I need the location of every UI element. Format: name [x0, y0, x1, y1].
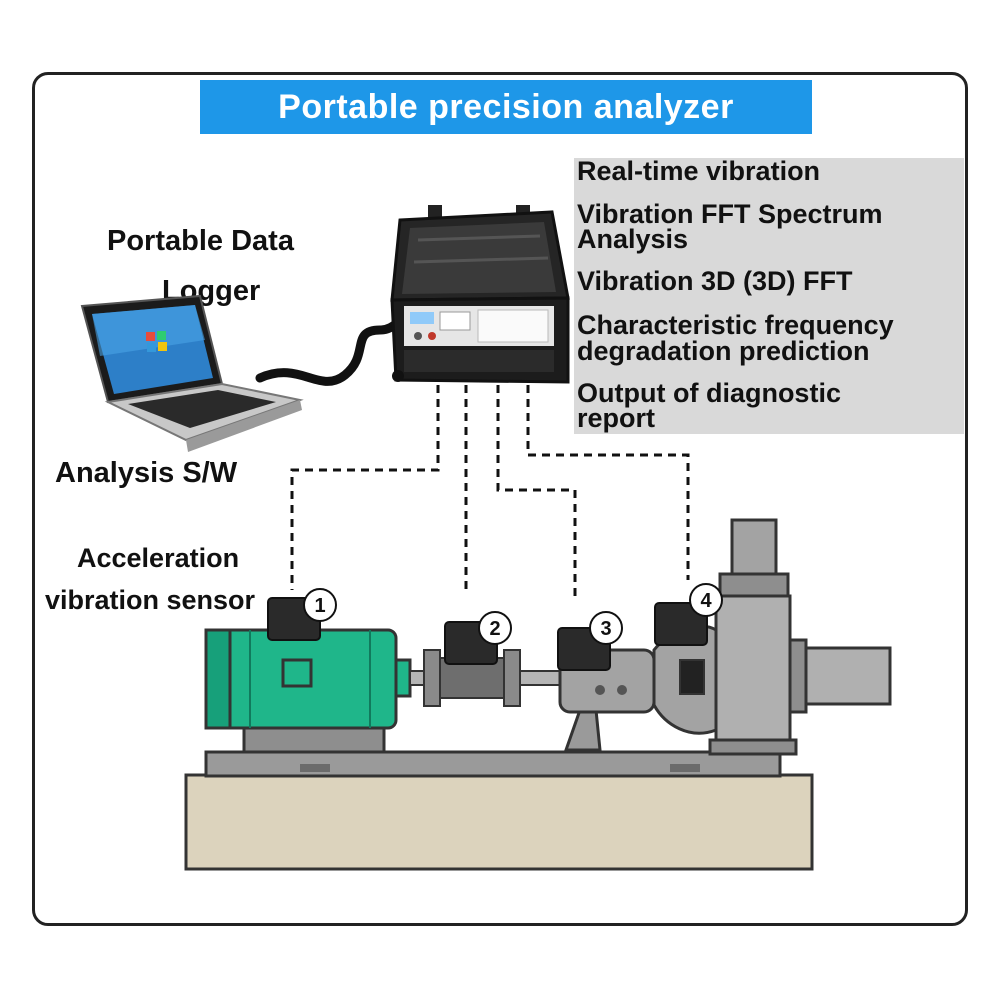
- sensor-3-icon: [557, 611, 623, 671]
- laptop-icon: [80, 294, 304, 452]
- software-label: Analysis S/W: [55, 457, 238, 489]
- sensor-1-icon: [267, 588, 337, 641]
- feature-freq-line2: degradation prediction: [577, 336, 870, 366]
- feature-fft-line2: Analysis: [577, 224, 689, 254]
- feature-freq-line1: Characteristic frequency: [577, 310, 894, 340]
- feature-panel: [574, 158, 964, 434]
- sensor-4-icon: [654, 583, 723, 646]
- sensor-number-4: 4: [700, 590, 712, 612]
- motor-icon: [204, 628, 412, 754]
- sensor-label-line2: vibration sensor: [45, 585, 256, 615]
- concrete-base: [184, 773, 814, 871]
- analyzer-case-icon: [390, 205, 570, 384]
- pump-icon: [652, 518, 892, 756]
- feature-fft-line1: Vibration FFT Spectrum: [577, 199, 883, 229]
- sensor-label-line1: Acceleration: [77, 543, 240, 573]
- feature-3d-fft: Vibration 3D (3D) FFT: [577, 266, 853, 296]
- feature-report-line2: report: [577, 403, 656, 433]
- logger-label-line1: Portable Data: [107, 225, 294, 257]
- sensor-cables: [290, 385, 690, 598]
- feature-report-line1: Output of diagnostic: [577, 378, 841, 408]
- sensor-number-2: 2: [489, 618, 500, 640]
- data-cable: [255, 311, 415, 386]
- sensor-number-3: 3: [600, 618, 611, 640]
- sensor-2-icon: [444, 611, 512, 665]
- title-banner: Portable precision analyzer: [200, 80, 812, 134]
- feature-realtime: Real-time vibration: [577, 156, 821, 186]
- sensor-number-1: 1: [314, 595, 325, 617]
